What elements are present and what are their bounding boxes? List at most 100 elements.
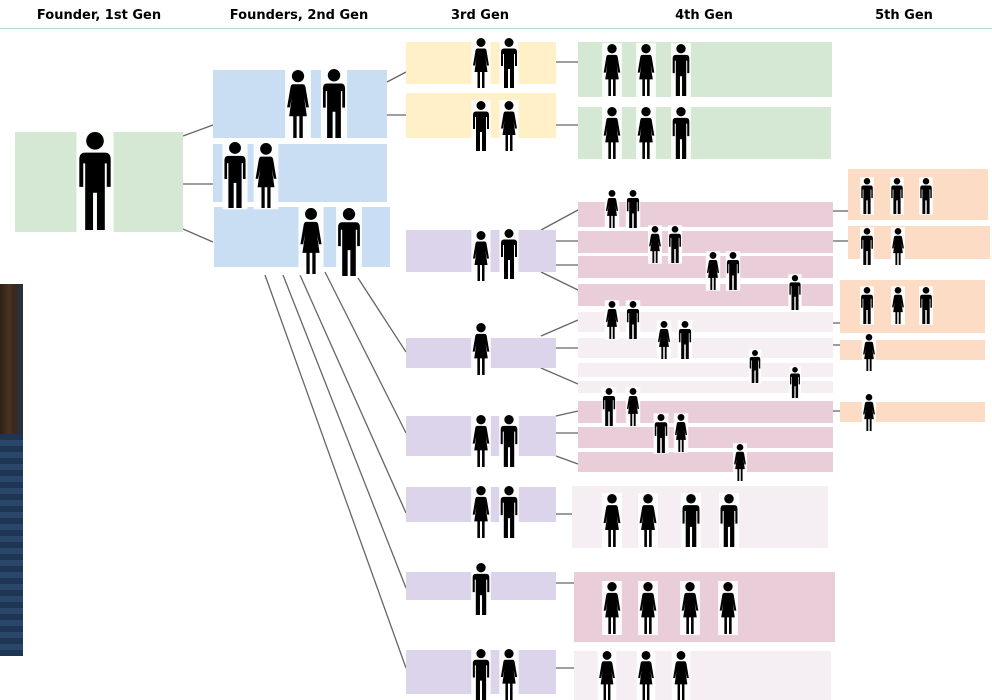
female-person-icon xyxy=(718,580,738,636)
male-person-icon xyxy=(320,67,348,140)
male-person-icon xyxy=(789,366,801,399)
male-person-icon xyxy=(718,492,740,549)
generation-box xyxy=(578,284,833,306)
female-person-icon xyxy=(680,580,700,636)
male-person-icon xyxy=(499,37,519,89)
female-person-icon xyxy=(604,189,620,229)
female-person-icon xyxy=(597,650,617,700)
male-person-icon xyxy=(499,484,519,540)
gen-title-2nd: Founders, 2nd Gen xyxy=(229,8,369,23)
male-person-icon xyxy=(860,177,874,215)
female-person-icon xyxy=(602,105,622,161)
male-person-icon xyxy=(471,647,491,700)
male-person-icon xyxy=(890,177,904,215)
generation-box xyxy=(578,338,833,358)
gen-title-founder: Founder, 1st Gen xyxy=(36,8,162,23)
connector-line xyxy=(540,209,579,231)
generation-box xyxy=(578,452,833,472)
female-person-icon xyxy=(604,300,620,340)
generation-box xyxy=(840,340,985,360)
female-person-icon xyxy=(705,251,721,291)
female-person-icon xyxy=(471,37,491,89)
male-person-icon xyxy=(499,413,519,469)
connector-line xyxy=(540,271,579,291)
generation-box xyxy=(578,363,833,377)
male-person-icon xyxy=(859,227,875,266)
gen-title-3rd: 3rd Gen xyxy=(450,8,510,23)
generation-box xyxy=(578,381,833,393)
male-person-icon xyxy=(725,251,741,291)
photo-portrait-icon xyxy=(0,284,23,656)
female-person-icon xyxy=(638,580,658,636)
header-divider xyxy=(0,28,992,29)
connector-line xyxy=(264,274,407,669)
male-person-icon xyxy=(748,349,762,384)
connector-line xyxy=(182,228,214,243)
female-person-icon xyxy=(298,206,324,276)
connector-line xyxy=(357,277,407,353)
female-person-icon xyxy=(637,492,659,549)
generation-box xyxy=(840,402,985,422)
female-person-icon xyxy=(285,68,311,140)
female-person-icon xyxy=(625,387,641,427)
female-person-icon xyxy=(602,580,622,636)
female-person-icon xyxy=(602,42,622,98)
male-person-icon xyxy=(653,413,669,454)
generation-box xyxy=(578,231,833,253)
male-person-icon xyxy=(499,228,519,280)
male-person-icon xyxy=(336,206,362,278)
connector-line xyxy=(540,319,579,337)
connector-line xyxy=(386,71,407,83)
female-person-icon xyxy=(732,443,748,482)
female-person-icon xyxy=(890,286,906,325)
male-person-icon xyxy=(76,130,114,232)
male-person-icon xyxy=(918,286,934,325)
connector-line xyxy=(299,274,407,514)
female-person-icon xyxy=(471,321,491,377)
female-person-icon xyxy=(471,230,491,282)
female-person-icon xyxy=(636,650,656,700)
generation-box xyxy=(574,651,831,700)
male-person-icon xyxy=(677,320,693,360)
female-person-icon xyxy=(647,225,663,264)
female-person-icon xyxy=(499,100,519,152)
female-person-icon xyxy=(253,141,279,210)
female-person-icon xyxy=(861,333,877,372)
male-person-icon xyxy=(788,274,802,311)
connector-line xyxy=(282,274,407,589)
female-person-icon xyxy=(861,393,877,432)
female-person-icon xyxy=(471,484,491,540)
male-person-icon xyxy=(671,42,691,98)
female-person-icon xyxy=(671,650,691,700)
connector-line xyxy=(324,271,407,434)
connector-line xyxy=(555,410,579,417)
generation-box xyxy=(578,256,833,278)
female-person-icon xyxy=(890,227,906,266)
male-person-icon xyxy=(680,492,702,549)
male-person-icon xyxy=(222,140,248,210)
generation-box xyxy=(578,401,833,423)
generation-box xyxy=(578,202,833,227)
generation-box xyxy=(578,312,833,332)
generation-header: Founder, 1st Gen Founders, 2nd Gen 3rd G… xyxy=(0,0,992,30)
gen-title-4th: 4th Gen xyxy=(675,8,733,23)
male-person-icon xyxy=(671,105,691,161)
connector-line xyxy=(555,455,579,465)
female-person-icon xyxy=(656,320,672,360)
generation-box xyxy=(578,427,833,448)
male-person-icon xyxy=(859,286,875,325)
female-person-icon xyxy=(636,42,656,98)
gen-title-5th: 5th Gen xyxy=(875,8,933,23)
male-person-icon xyxy=(471,100,491,152)
male-person-icon xyxy=(601,387,617,427)
male-person-icon xyxy=(667,225,683,264)
male-person-icon xyxy=(471,561,491,617)
female-person-icon xyxy=(499,647,519,700)
connector-line xyxy=(182,124,214,137)
male-person-icon xyxy=(625,189,641,229)
female-person-icon xyxy=(673,413,689,453)
male-person-icon xyxy=(625,300,641,340)
female-person-icon xyxy=(471,413,491,469)
female-person-icon xyxy=(636,105,656,161)
